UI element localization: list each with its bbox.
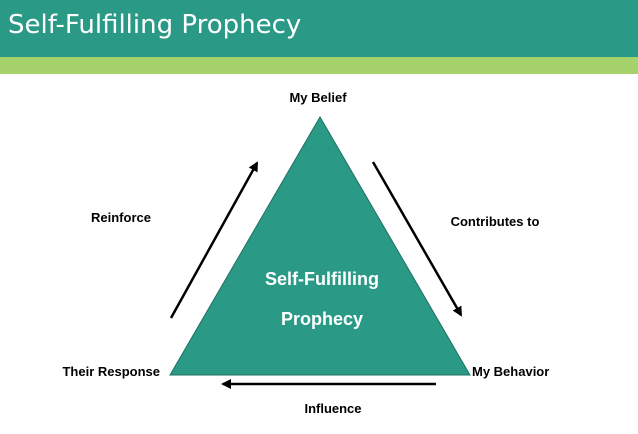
node-my-belief: My Belief: [289, 90, 347, 105]
arrow-contributes-to: [371, 161, 463, 317]
arrow-reinforce: [169, 161, 259, 319]
edge-label-influence: Influence: [304, 401, 361, 416]
center-label-line2: Prophecy: [281, 309, 363, 329]
center-label-line1: Self-Fulfilling: [265, 269, 379, 289]
edge-label-contributes-to: Contributes to: [451, 214, 540, 229]
edge-label-reinforce: Reinforce: [91, 210, 151, 225]
page-title: Self-Fulfilling Prophecy: [8, 10, 302, 40]
node-their-response: Their Response: [62, 364, 160, 379]
prophecy-triangle: [169, 116, 471, 376]
accent-strip: [0, 57, 638, 74]
title-bar: Self-Fulfilling Prophecy: [0, 0, 638, 57]
node-my-behavior: My Behavior: [472, 364, 549, 379]
